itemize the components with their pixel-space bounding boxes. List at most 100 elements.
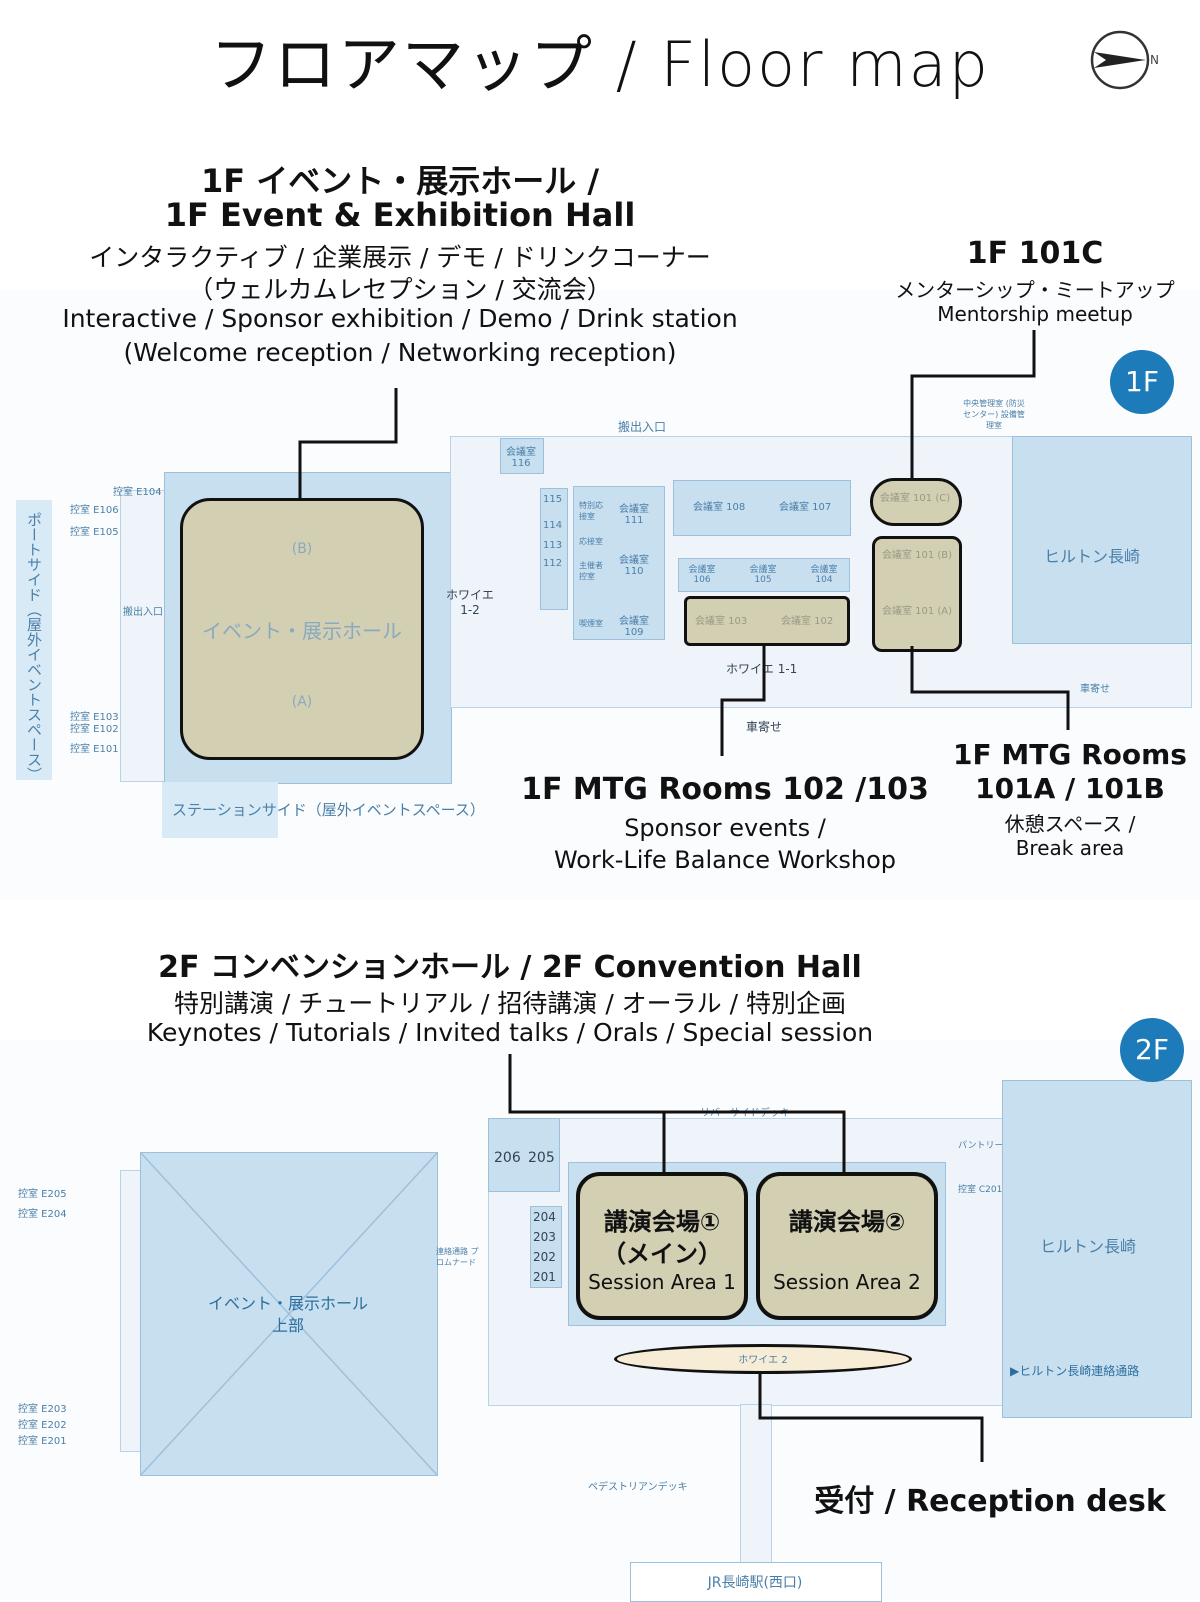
upper-hall-cross — [140, 1152, 438, 1476]
upper-hall-label-1: イベント・展示ホール — [207, 1294, 368, 1313]
reception-desk-highlight[interactable] — [614, 1344, 912, 1374]
session1-en: Session Area 1 — [588, 1270, 736, 1294]
floor1-badge: 1F — [1110, 350, 1174, 414]
pedestrian-deck — [740, 1404, 772, 1572]
room-102-label: 会議室 102 — [781, 616, 834, 627]
f1-hall-title-en: 1F Event & Exhibition Hall — [164, 196, 636, 234]
room-101c-label: 会議室 101 (C) — [879, 493, 951, 504]
room-116 — [500, 438, 544, 474]
hilton-1f-label: ヒルトン長崎 — [1044, 547, 1141, 566]
ctrl-e101: 控室 E101 — [70, 744, 119, 755]
room-110-label: 会議室 110 — [619, 555, 649, 577]
portside-area — [16, 500, 52, 780]
f1-mtg102-desc-2: Work-Life Balance Workshop — [553, 846, 897, 874]
stationside-area — [162, 782, 278, 838]
f1-101c-desc-en: Mentorship meetup — [937, 302, 1133, 326]
session-area-1-highlight[interactable] — [576, 1172, 748, 1320]
session-area-2-highlight[interactable] — [756, 1172, 938, 1320]
hilton-link-label: ▶ヒルトン長崎連絡通路 — [1010, 1364, 1140, 1378]
small-room-0: 115 — [543, 494, 563, 505]
drop-off-right-label: 車寄せ — [1080, 684, 1110, 695]
foyer-12-label: ホワイエ 1-2 — [446, 588, 494, 617]
room-101c-highlight[interactable] — [870, 478, 962, 526]
hilton-1f — [1012, 436, 1192, 644]
room-202-label: 202 — [533, 1250, 556, 1264]
f2-hall-title: 2F コンベンションホール / 2F Convention Hall — [158, 950, 862, 985]
room-111-label: 会議室 111 — [619, 504, 649, 526]
hall-a-label: (A) — [291, 694, 313, 710]
carry-in-left: 搬出入口 — [123, 607, 163, 618]
ctrl-c201-label: 控室 C201 — [958, 1185, 1003, 1195]
upper-hall-label-2: 上部 — [271, 1316, 304, 1335]
ctrl-e103: 控室 E103 — [70, 712, 119, 723]
room-101ab-highlight[interactable] — [872, 536, 962, 652]
event-hall-highlight[interactable] — [180, 498, 424, 760]
f1-hall-desc-en-1: Interactive / Sponsor exhibition / Demo … — [62, 304, 738, 333]
reception-desk-label: 受付 / Reception desk — [814, 1484, 1166, 1519]
f1-hall-title-jp: 1F イベント・展示ホール / — [200, 162, 600, 200]
room-107-108 — [673, 480, 851, 536]
f1-mtg101-title-1: 1F MTG Rooms — [953, 738, 1187, 771]
room-102-103-highlight[interactable] — [684, 596, 850, 646]
session1-jp-2: （メイン） — [602, 1240, 722, 1268]
rooms-104-106 — [678, 558, 850, 592]
central-mgmt-label: 中央管理室 (防災センター) 設備管理室 — [963, 399, 1025, 430]
f1-mtg101-desc-en: Break area — [1015, 836, 1125, 860]
ctrl-e202: 控室 E202 — [18, 1420, 67, 1431]
room-106-label: 会議室 106 — [688, 565, 716, 585]
drop-off-label: 車寄せ — [746, 720, 783, 734]
ctrl-e204: 控室 E204 — [18, 1209, 67, 1220]
stationside-label: ステーションサイド（屋外イベントスペース） — [172, 801, 485, 819]
left-ctrl-block — [120, 490, 168, 782]
pedestrian-deck-label: ペデストリアンデッキ — [588, 1482, 688, 1493]
f1-101c-desc-jp: メンターシップ・ミートアップ — [895, 278, 1175, 302]
ctrl-e203: 控室 E203 — [18, 1404, 67, 1415]
foyer-11-label: ホワイエ 1-1 — [726, 662, 798, 676]
ctrl-e104: 控室 E104 — [113, 487, 162, 498]
jr-station-label: JR長崎駅(西口) — [707, 1575, 803, 1591]
carry-in-label: 搬出入口 — [618, 420, 667, 434]
compass-letter: N — [1150, 53, 1159, 67]
room-203-label: 203 — [533, 1230, 556, 1244]
special-rec-label: 特別応接室 — [579, 501, 603, 521]
f2-hall-desc-en: Keynotes / Tutorials / Invited talks / O… — [146, 1018, 874, 1047]
room-205-label: 205 — [528, 1150, 555, 1166]
room-107-label: 会議室 107 — [779, 502, 832, 513]
room-109-label: 会議室 109 — [619, 616, 649, 638]
pantry-label: パントリー — [958, 1141, 1004, 1151]
f1-hall-desc-en-2: (Welcome reception / Networking receptio… — [123, 338, 677, 367]
f1-mtg101-desc-jp: 休憩スペース / — [1004, 812, 1136, 836]
rooms-201-204 — [530, 1206, 562, 1288]
compass-icon: N — [1090, 30, 1159, 90]
hilton-2f-label: ヒルトン長崎 — [1040, 1237, 1137, 1256]
room-204-label: 204 — [533, 1210, 556, 1224]
ctrl-e105: 控室 E105 — [70, 527, 119, 538]
organizer-room-label: 主催者控室 — [579, 561, 603, 581]
room-103-label: 会議室 103 — [695, 616, 748, 627]
f1-mtg101-title-2: 101A / 101B — [975, 772, 1165, 805]
room-104-label: 会議室 104 — [810, 565, 838, 585]
f1-hall-desc-jp-2: （ウェルカムレセプション / 交流会） — [188, 275, 612, 304]
room-105-label: 会議室 105 — [749, 565, 777, 585]
portside-label: ポートサイド（屋外イベントスペース） — [25, 512, 43, 782]
f1-101c-title: 1F 101C — [966, 236, 1104, 271]
floor2-badge: 2F — [1120, 1018, 1184, 1082]
small-rooms — [540, 488, 568, 610]
ctrl-e106: 控室 E106 — [70, 505, 119, 516]
small-room-1: 114 — [543, 520, 563, 531]
reception-room-label: 応接室 — [579, 537, 603, 546]
small-room-2: 113 — [543, 540, 563, 551]
foyer2-label: ホワイエ 2 — [738, 1355, 788, 1366]
hall-b-label: (B) — [291, 541, 313, 557]
jr-station — [630, 1562, 882, 1602]
room-116-label: 会議室 116 — [506, 447, 536, 469]
rooms-109-111 — [573, 486, 665, 640]
hilton-2f — [1002, 1080, 1192, 1418]
f1-mtg102-desc-1: Sponsor events / — [624, 814, 826, 842]
f1-mtg102-title: 1F MTG Rooms 102 /103 — [521, 772, 929, 807]
ctrl-e205: 控室 E205 — [18, 1189, 67, 1200]
session2-en: Session Area 2 — [773, 1270, 921, 1294]
small-room-3: 112 — [543, 558, 563, 569]
